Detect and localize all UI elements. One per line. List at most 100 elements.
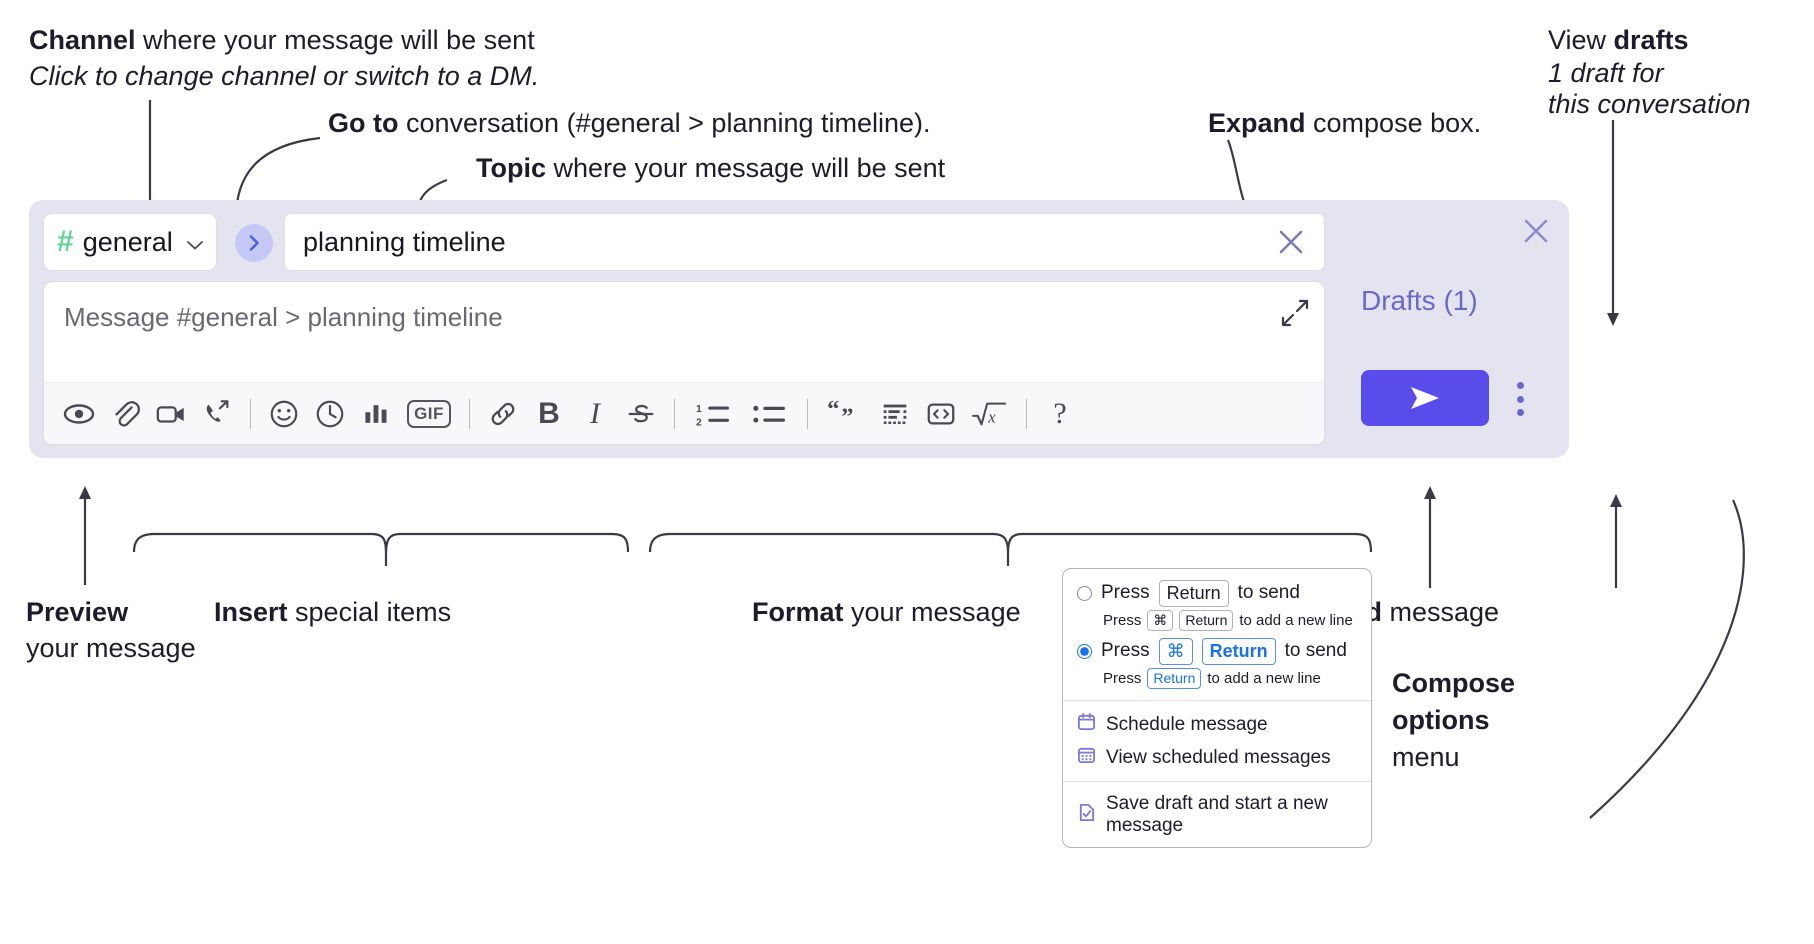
annotation-channel-rest: where your message will be sent [135,25,535,55]
chevron-right-icon [249,235,259,251]
key-command: ⌘ [1158,638,1193,665]
menu-item-label: Schedule message [1106,713,1268,735]
annotation-drafts-line2: 1 draft for [1548,58,1664,88]
menu-divider [1063,700,1371,701]
compose-options-menu: Press Return to send Press ⌘ Return to a… [1062,568,1372,848]
bold-label: B [538,396,560,430]
annotation-channel-strong: Channel [29,25,136,55]
emoji-icon[interactable] [261,391,307,437]
video-icon[interactable] [148,391,194,437]
annotation-topic-rest: where your message will be sent [546,153,946,183]
ordered-list-icon[interactable]: 1 2 [685,391,741,437]
italic-label: I [590,396,600,430]
annotation-preview-line2: your message [26,633,196,663]
kebab-menu-icon[interactable] [1505,382,1535,416]
channel-name: general [82,226,173,257]
compose-inner: # general planning timeline Message #gen… [43,213,1325,445]
menu-item-save-draft[interactable]: Save draft and start a new message [1063,789,1371,841]
menu-item-schedule-message[interactable]: Schedule message [1063,708,1371,741]
send-button[interactable] [1361,370,1489,426]
svg-text:1: 1 [696,404,702,415]
annotation-goto: Go to conversation (#general > planning … [328,105,931,141]
annotation-insert: Insert special items [214,597,452,627]
menu-radio-sub-1: Press ⌘ Return to add a new line [1063,609,1371,636]
annotation-drafts: View drafts [1548,22,1689,58]
annotation-compose-options-2: options [1392,705,1490,735]
annotation-format: Format your message [752,597,1021,627]
link-icon[interactable] [480,391,526,437]
toolbar-separator [807,398,808,429]
audio-call-icon[interactable] [194,391,240,437]
menu-divider [1063,781,1371,782]
code-block-icon[interactable] [872,391,918,437]
key-return: Return [1147,667,1202,689]
help-label: ? [1053,396,1067,430]
menu-radio-cmd-return-to-send[interactable]: Press ⌘ Return to send [1063,635,1371,668]
toolbar-separator [250,398,251,429]
bold-icon[interactable]: B [526,391,572,437]
math-icon[interactable]: x [964,391,1016,437]
annotation-expand: Expand compose box. [1208,105,1481,141]
gif-icon[interactable]: GIF [399,391,459,437]
svg-text:2: 2 [696,417,702,428]
attachment-icon[interactable] [102,391,148,437]
drafts-link[interactable]: Drafts (1) [1361,285,1478,316]
annotation-goto-strong: Go to [328,108,399,138]
annotation-goto-rest: conversation (#general > planning timeli… [398,108,931,138]
radio-label-pre: Press [1101,582,1150,604]
annotation-channel: Channel where your message will be sent [29,22,535,58]
drafts-column: Drafts (1) [1345,200,1569,458]
svg-text:x: x [987,407,996,426]
poll-icon[interactable] [353,391,399,437]
key-command: ⌘ [1147,609,1174,631]
annotation-topic-strong: Topic [476,153,546,183]
blockquote-icon[interactable]: “ ” [818,391,872,437]
key-return: Return [1179,609,1234,631]
italic-icon[interactable]: I [572,391,618,437]
clock-icon[interactable] [307,391,353,437]
goto-conversation-button[interactable] [235,224,273,262]
menu-item-label: Save draft and start a new message [1106,793,1328,836]
topic-input[interactable]: planning timeline [284,213,1325,271]
toolbar-separator [469,398,470,429]
toolbar-separator [674,398,675,429]
menu-radio-sub-2: Press Return to add a new line [1063,667,1371,694]
gif-label: GIF [407,399,451,428]
message-placeholder: Message #general > planning timeline [64,302,503,332]
annotation-drafts-line3: this conversation [1548,89,1751,119]
bulleted-list-icon[interactable] [741,391,797,437]
menu-radio-return-to-send[interactable]: Press Return to send [1063,577,1371,610]
radio-indicator[interactable] [1077,585,1092,601]
key-return: Return [1201,638,1276,665]
close-icon[interactable] [1276,227,1306,257]
calendar-grid-icon [1077,745,1096,770]
channel-selector[interactable]: # general [43,213,217,271]
close-icon[interactable] [1521,216,1551,246]
message-input-box[interactable]: Message #general > planning timeline [43,281,1325,445]
annotation-preview: Preview [26,597,129,627]
radio-indicator-selected[interactable] [1077,643,1092,659]
save-draft-icon [1077,803,1096,828]
annotation-drafts-strong: drafts [1613,25,1689,55]
hash-icon: # [57,225,74,258]
chevron-down-icon [187,237,203,250]
annotation-expand-strong: Expand [1208,108,1306,138]
help-icon[interactable]: ? [1037,391,1083,437]
svg-text:”: ” [841,403,853,430]
key-return: Return [1158,580,1229,607]
calendar-icon [1077,712,1096,737]
inline-code-icon[interactable] [918,391,964,437]
svg-text:“: “ [827,398,839,423]
formatting-toolbar: GIF B I [44,382,1324,444]
expand-icon[interactable] [1280,298,1310,328]
annotation-drafts-plain: View [1548,25,1614,55]
annotation-compose-options-3: menu [1392,742,1460,772]
preview-icon[interactable] [56,391,102,437]
topic-value: planning timeline [303,226,506,257]
annotation-compose-options-1: Compose [1392,668,1516,698]
menu-item-view-scheduled-messages[interactable]: View scheduled messages [1063,741,1371,774]
toolbar-separator [1026,398,1027,429]
strikethrough-icon[interactable] [618,391,664,437]
compose-panel: # general planning timeline Message #gen… [29,200,1569,458]
